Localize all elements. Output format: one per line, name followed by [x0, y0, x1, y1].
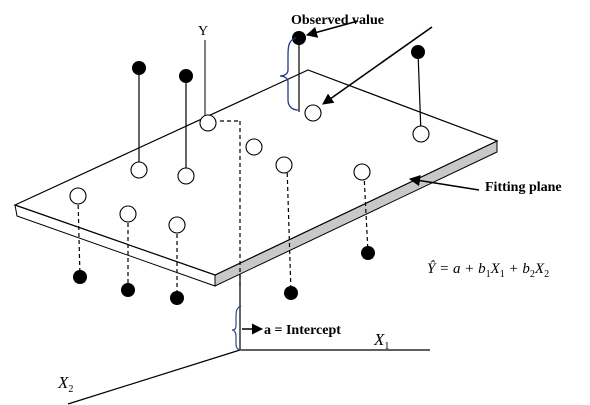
fitted-point	[69, 187, 87, 205]
observed-point	[179, 69, 193, 83]
plane-top-face	[13, 69, 499, 276]
fitted-point	[245, 138, 263, 156]
fitted-point	[177, 167, 195, 185]
points-below-plane	[69, 156, 375, 305]
plane-only-points	[199, 114, 263, 156]
fitting-plane	[13, 69, 499, 287]
residual-brace	[279, 37, 299, 111]
fitted-point	[168, 216, 186, 234]
intercept-label: a = Intercept	[264, 323, 341, 338]
observed-point	[73, 270, 87, 284]
observed-value-label: Observed value	[291, 13, 384, 28]
fitted-point	[304, 104, 322, 122]
fitted-point	[412, 125, 430, 143]
observed-value-arrow	[305, 20, 359, 38]
observed-point	[170, 291, 184, 305]
fitted-point	[353, 163, 371, 181]
x2-axis-line	[67, 349, 241, 405]
observed-point	[121, 283, 135, 297]
observed-point	[292, 31, 306, 45]
intercept-brace	[231, 305, 242, 351]
intercept-guide	[220, 120, 241, 286]
x2-axis-label: X2	[57, 373, 73, 395]
fitted-point	[275, 156, 293, 174]
observed-point	[284, 286, 298, 300]
x1-axis-label: X1	[373, 330, 389, 352]
residual-line	[286, 165, 292, 294]
y-axis-label: Y	[198, 24, 208, 39]
fitted-point	[130, 161, 148, 179]
observed-point	[411, 45, 425, 59]
regression-formula: Ŷ = a + b1X1 + b2X2	[427, 260, 549, 280]
residual-line	[77, 197, 81, 278]
observed-point	[361, 246, 375, 260]
fitting-plane-arrow	[408, 175, 480, 191]
residual-line	[363, 173, 369, 254]
residual-line	[417, 51, 422, 135]
fitted-point	[119, 205, 137, 223]
fitting-plane-label: Fitting plane	[485, 180, 562, 195]
points-above-plane	[130, 31, 430, 185]
fitted-point	[199, 114, 217, 132]
observed-point	[132, 61, 146, 75]
plane-point-arrow	[322, 26, 433, 105]
